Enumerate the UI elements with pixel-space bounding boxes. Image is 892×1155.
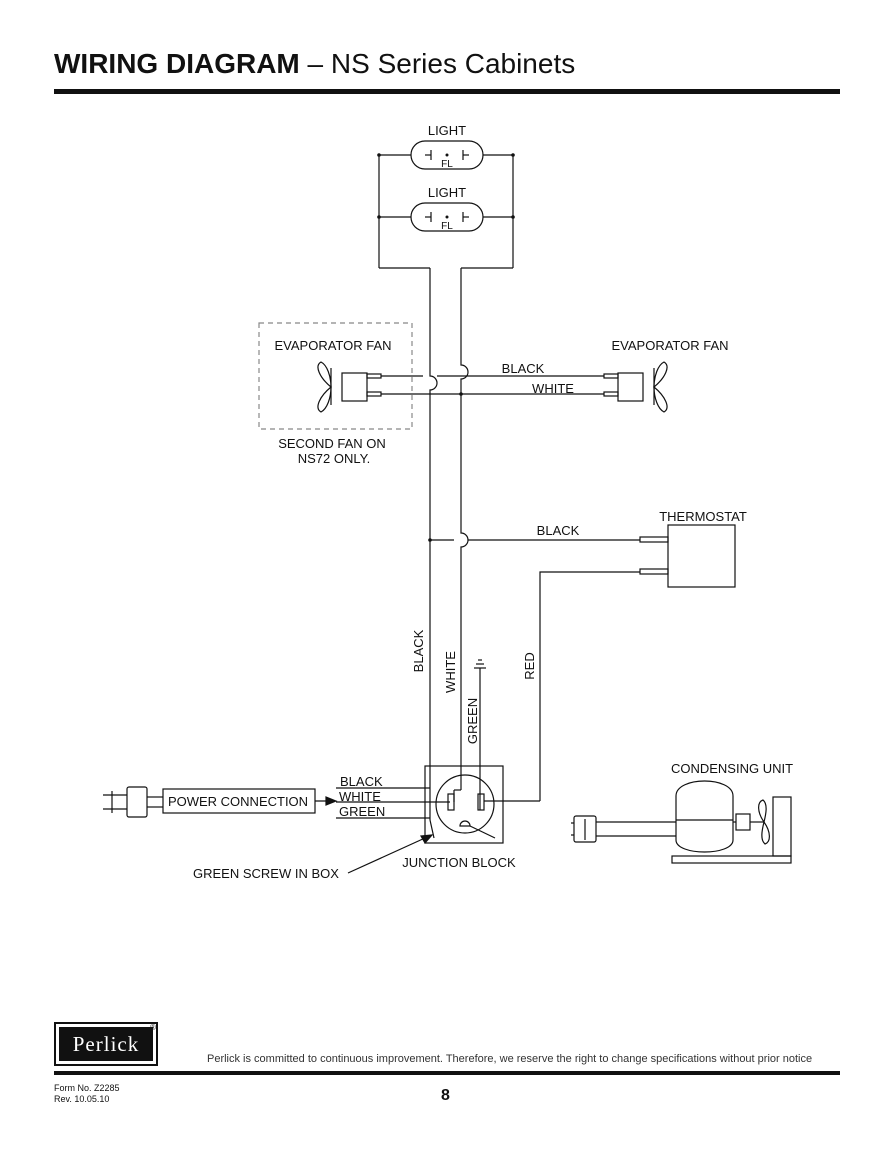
evap-fan-left-label: EVAPORATOR FAN	[274, 338, 391, 353]
main-black-wire	[429, 268, 438, 820]
junction-black-label: BLACK	[340, 774, 383, 789]
second-fan-box	[258, 322, 413, 430]
power-plug	[103, 786, 163, 818]
registered-mark: ®	[150, 1023, 156, 1032]
vertical-white-label: WHITE	[443, 651, 458, 693]
condensing-unit	[571, 780, 792, 864]
form-number: Form No. Z2285	[54, 1083, 120, 1093]
page-title: WIRING DIAGRAM – NS Series Cabinets	[54, 48, 575, 80]
evaporator-fan-right	[603, 361, 668, 413]
header-rule	[54, 89, 840, 94]
second-fan-note-line1: SECOND FAN ON	[278, 436, 386, 451]
fl-label-top: FL	[441, 159, 453, 170]
fan-wiring	[381, 375, 604, 395]
vertical-black-label: BLACK	[411, 629, 426, 672]
page-title-subtitle: – NS Series Cabinets	[299, 48, 576, 79]
second-fan-note-line2: NS72 ONLY.	[298, 451, 371, 466]
ground-symbol	[474, 659, 486, 790]
power-connection-label: POWER CONNECTION	[168, 794, 308, 809]
thermostat-black-label: BLACK	[537, 523, 580, 538]
green-screw-label: GREEN SCREW IN BOX	[193, 866, 339, 881]
evap-fan-right-label: EVAPORATOR FAN	[611, 338, 728, 353]
page-number: 8	[441, 1087, 450, 1104]
green-screw-leader	[347, 837, 426, 874]
improvement-notice: Perlick is committed to continuous impro…	[207, 1053, 813, 1065]
thermostat-wiring	[430, 539, 640, 801]
light-wiring	[378, 154, 514, 269]
vertical-green-label: GREEN	[465, 698, 480, 744]
fan-black-label: BLACK	[502, 361, 545, 376]
junction-white-label: WHITE	[339, 789, 381, 804]
junction-supply-wires	[336, 787, 450, 819]
junction-block	[424, 765, 540, 844]
thermostat-label: THERMOSTAT	[659, 509, 747, 524]
fl-label-bottom: FL	[441, 221, 453, 232]
junction-green-label: GREEN	[339, 804, 385, 819]
light-label-bottom: LIGHT	[428, 185, 466, 200]
vertical-red-label: RED	[522, 652, 537, 679]
fan-white-label: WHITE	[532, 381, 574, 396]
revision-date: Rev. 10.05.10	[54, 1094, 110, 1104]
page-title-bold: WIRING DIAGRAM	[54, 48, 300, 79]
form-info: Form No. Z2285 Rev. 10.05.10	[54, 1083, 120, 1105]
condensing-unit-label: CONDENSING UNIT	[671, 761, 793, 776]
light-label-top: LIGHT	[428, 123, 466, 138]
perlick-logo-text: Perlick	[59, 1027, 153, 1061]
thermostat-box	[639, 524, 736, 588]
footer-rule	[54, 1071, 840, 1075]
junction-block-label: JUNCTION BLOCK	[402, 855, 516, 870]
evaporator-fan-left	[317, 361, 382, 413]
perlick-logo: Perlick	[54, 1022, 158, 1066]
main-white-wire	[460, 268, 469, 790]
